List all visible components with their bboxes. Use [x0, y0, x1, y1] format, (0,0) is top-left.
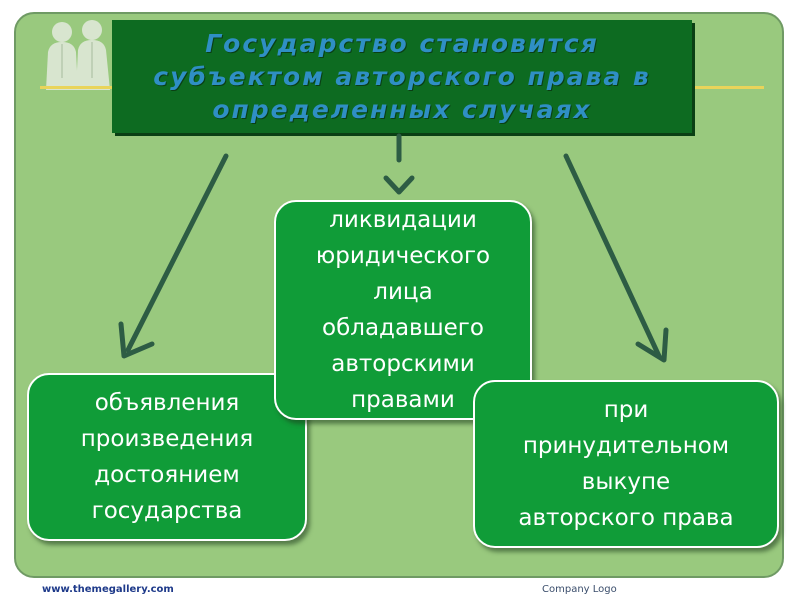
footer-website-link[interactable]: www.themegallery.com [42, 584, 174, 595]
slide-title: Государство становится субъектом авторск… [153, 29, 651, 124]
card-compulsory-buyout: при принудительном выкупе авторского пра… [473, 380, 779, 548]
people-silhouette-icon [46, 20, 110, 90]
footer-company-logo: Company Logo [542, 584, 617, 595]
card-public-domain: объявления произведения достоянием госуд… [27, 373, 307, 541]
title-box: Государство становится субъектом авторск… [112, 20, 692, 133]
